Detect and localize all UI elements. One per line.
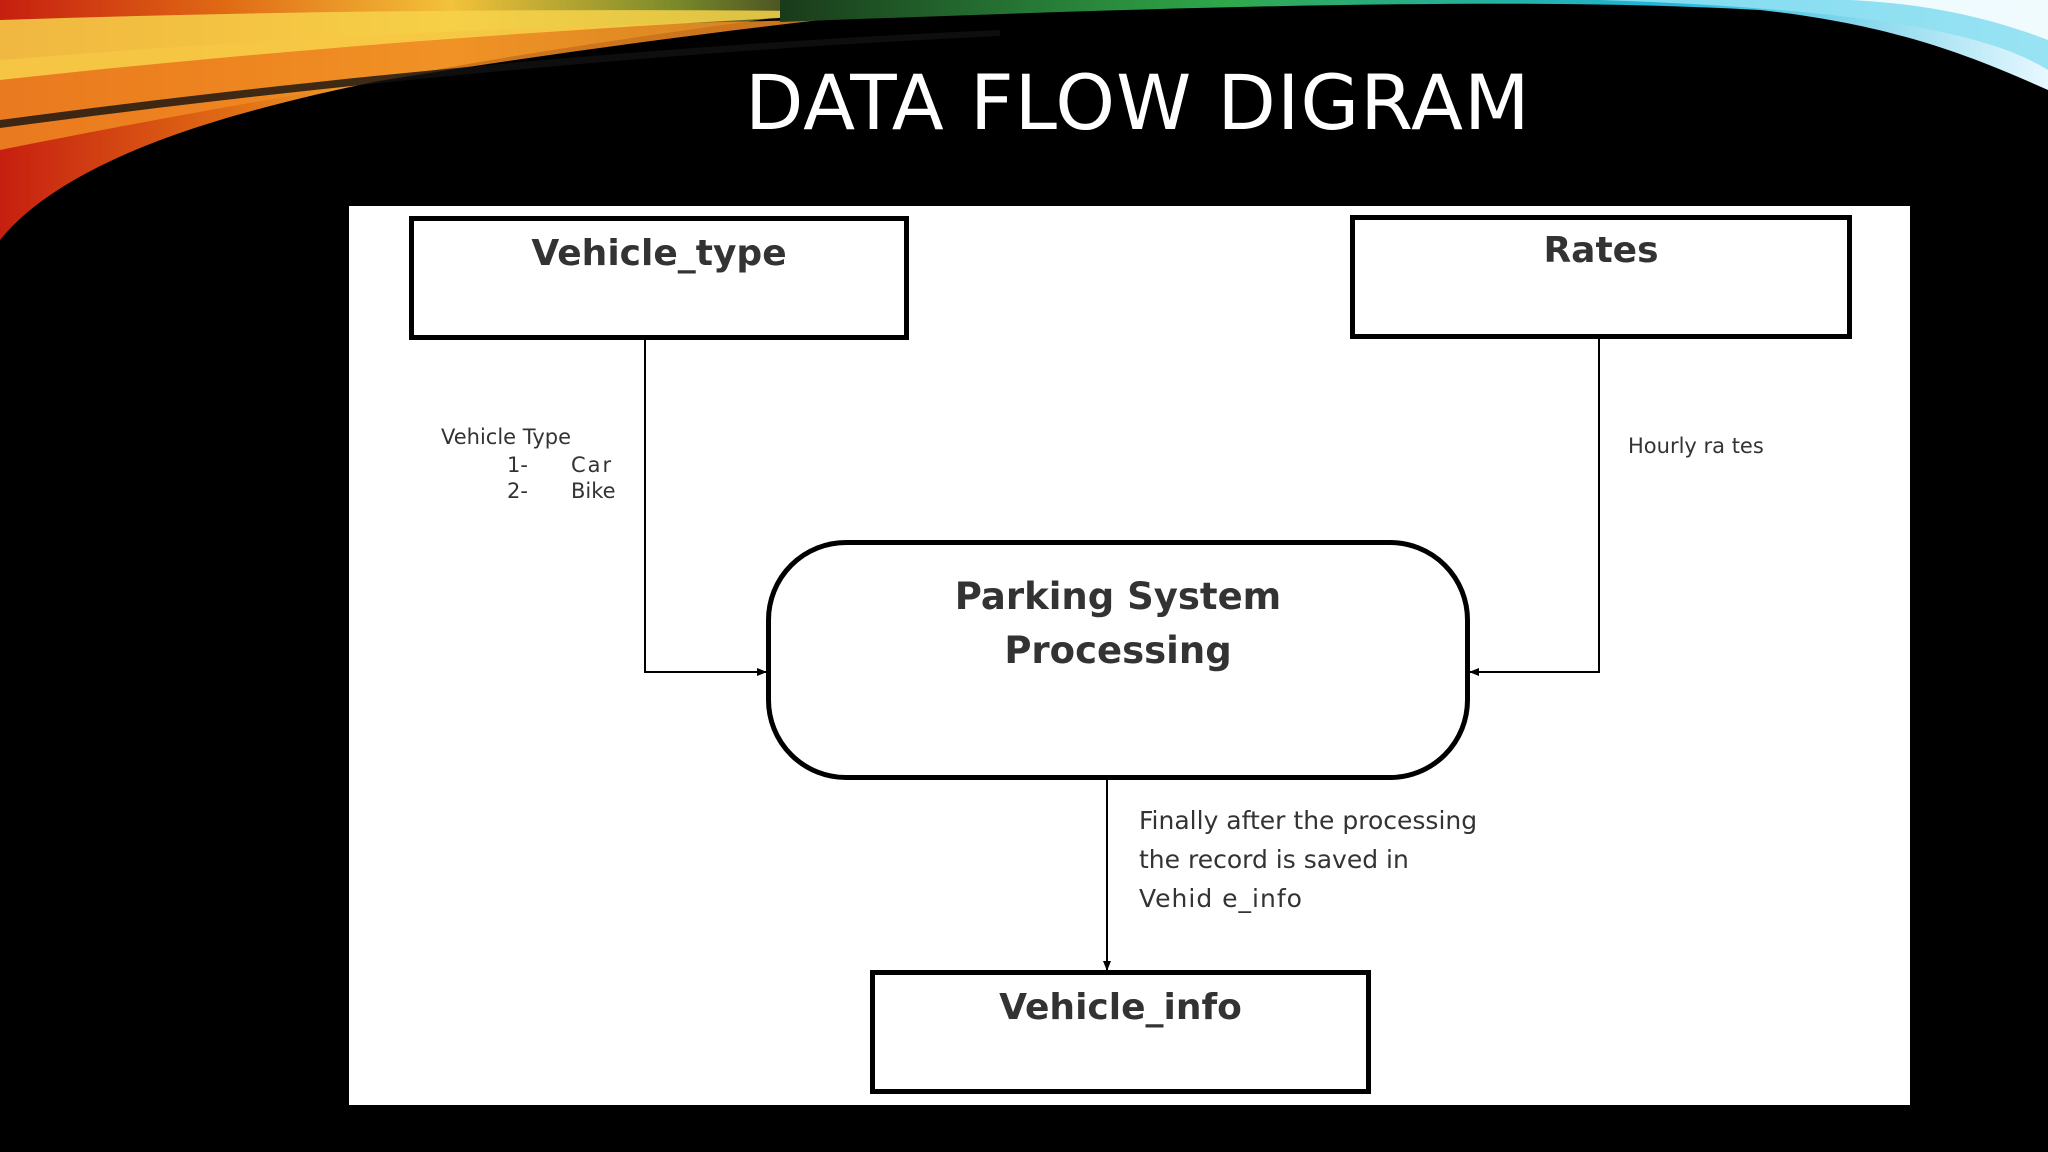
vehicle-type-connector (644, 340, 767, 676)
vehicle-type-entity-label: Vehicle_type (531, 233, 787, 274)
vehicle-type-flow-item-label: Car (571, 453, 614, 477)
vehicle-type-flow-item-number: 2- (507, 479, 528, 503)
rates-flow-label: Hourly ra tes (1628, 434, 1764, 458)
vehicle-type-entity: Vehicle_type (409, 216, 909, 340)
vehicle-type-flow-item-number: 1- (507, 453, 528, 477)
vehicle-type-flow-heading: Vehicle Type (441, 425, 572, 449)
decorative-swoosh (0, 0, 2048, 240)
swoosh-dark-line (0, 30, 1000, 128)
diagram-panel: Vehicle_type Rates Vehicle_info Parking … (349, 206, 1910, 1105)
vehicle-info-entity: Vehicle_info (870, 970, 1371, 1094)
swoosh-white-band (1850, 0, 2048, 40)
output-flow-line-1: Finally after the processing (1139, 806, 1478, 835)
vehicle-type-flow-item-label: Bike (571, 479, 616, 503)
rates-connector (1469, 339, 1600, 676)
output-flow-line-2: the record is saved in (1139, 845, 1409, 874)
connector-layer (644, 339, 1600, 971)
slide-title: DATA FLOW DIGRAM (745, 58, 1531, 147)
vehicle-info-entity-label: Vehicle_info (999, 987, 1242, 1028)
swoosh-cyan-band (1600, 0, 2048, 70)
rates-entity: Rates (1350, 215, 1852, 339)
process-label-line-1: Parking System (954, 575, 1282, 618)
output-flow-line-3: Vehid e_info (1139, 884, 1303, 913)
swoosh-yellow-band (0, 10, 900, 80)
parking-system-process: Parking System Processing (766, 540, 1470, 780)
rates-entity-label: Rates (1543, 230, 1659, 271)
process-label-line-2: Processing (1004, 629, 1232, 672)
